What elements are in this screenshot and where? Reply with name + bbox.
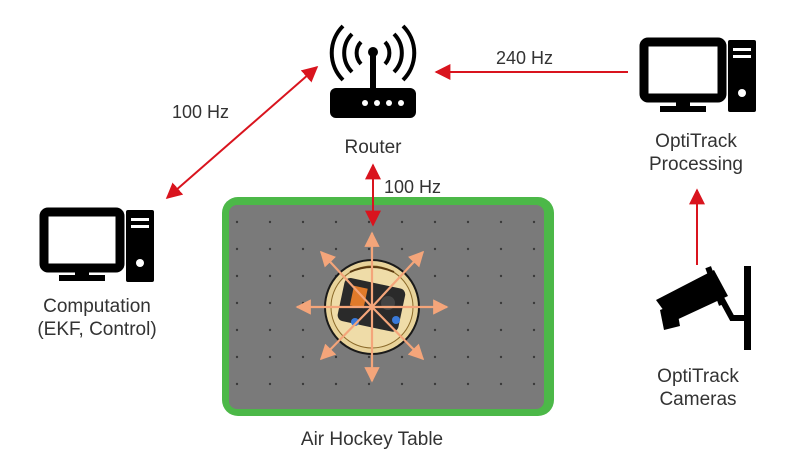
computation-line1: Computation — [43, 296, 151, 317]
thrust-arrows — [295, 231, 449, 383]
optitrack-processing-label: OptiTrack Processing — [630, 130, 762, 176]
optitrack-cameras-line2: Cameras — [659, 389, 737, 410]
optitrack-processing-line1: OptiTrack — [655, 131, 737, 152]
router-label: Router — [344, 137, 402, 158]
wifi-router-icon — [329, 24, 417, 118]
optitrack-cameras-label: OptiTrack Cameras — [640, 365, 756, 411]
desktop-computer-icon — [639, 37, 756, 112]
rate-router-to-computation: 100 Hz — [172, 102, 230, 122]
security-camera-icon — [656, 266, 751, 350]
computation-label: Computation (EKF, Control) — [12, 295, 182, 341]
rate-processing-to-router: 240 Hz — [496, 48, 554, 68]
arrow-router-computation — [165, 65, 319, 200]
air-hockey-table — [222, 197, 554, 416]
desktop-computer-icon — [39, 207, 154, 282]
computation-line2: (EKF, Control) — [37, 319, 157, 340]
communication-arrows — [165, 64, 705, 265]
optitrack-processing-line2: Processing — [649, 154, 743, 175]
rate-router-to-table: 100 Hz — [384, 177, 442, 197]
air-hockey-table-label: Air Hockey Table — [300, 429, 444, 450]
optitrack-cameras-line1: OptiTrack — [657, 366, 739, 387]
